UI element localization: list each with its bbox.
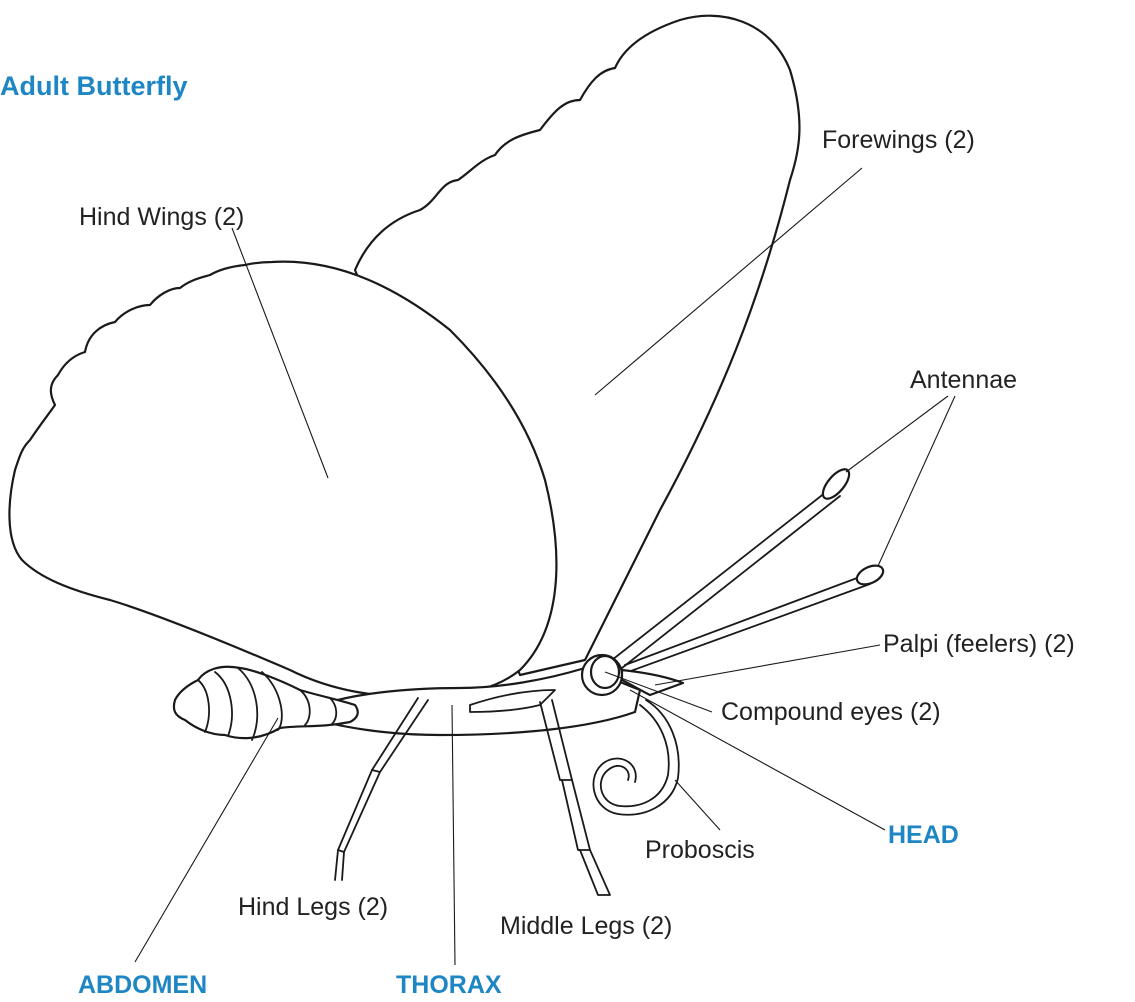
- label-thorax: THORAX: [396, 973, 502, 998]
- label-head: HEAD: [888, 823, 959, 848]
- antenna-club-lower: [854, 562, 886, 588]
- antenna-lower: [625, 575, 865, 665]
- middle-leg-lower: [562, 780, 590, 850]
- label-proboscis: Proboscis: [645, 838, 755, 863]
- label-forewings: Forewings (2): [822, 128, 975, 153]
- leader-thorax: [452, 705, 455, 965]
- hind-leg-foot: [335, 850, 344, 880]
- leader-antennae-lower: [878, 396, 955, 566]
- label-antennae: Antennae: [910, 368, 1017, 393]
- label-abdomen: ABDOMEN: [78, 973, 207, 998]
- label-hind-legs: Hind Legs (2): [238, 895, 388, 920]
- label-hind-wings: Hind Wings (2): [79, 205, 244, 230]
- label-compound-eyes: Compound eyes (2): [721, 700, 941, 725]
- antenna-lower-2: [628, 584, 870, 672]
- leader-proboscis: [675, 780, 720, 830]
- middle-leg-foot: [580, 850, 610, 895]
- label-middle-legs: Middle Legs (2): [500, 914, 672, 939]
- leader-antennae-upper: [846, 396, 948, 472]
- leader-abdomen: [135, 718, 278, 962]
- diagram-title: Adult Butterfly: [0, 73, 187, 100]
- label-palpi: Palpi (feelers) (2): [883, 632, 1075, 657]
- hind-leg-lower: [338, 770, 380, 852]
- leader-palpi: [655, 645, 880, 685]
